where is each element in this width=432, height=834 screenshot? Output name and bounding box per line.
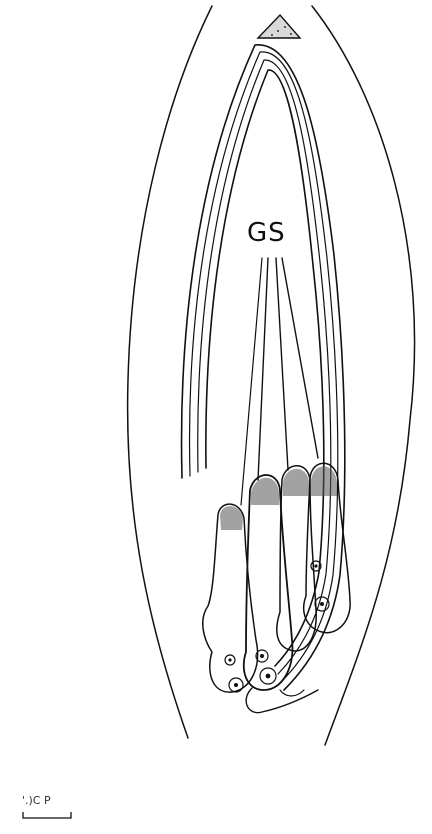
label-pointer-lines	[241, 258, 318, 505]
outer-wall-right	[312, 6, 415, 745]
apical-cap	[258, 15, 300, 38]
scale-bar	[22, 811, 72, 819]
scale-bar-label: '.)C P	[22, 794, 51, 807]
gland-cell-cluster	[203, 463, 350, 712]
gs-label: GS	[247, 218, 286, 248]
